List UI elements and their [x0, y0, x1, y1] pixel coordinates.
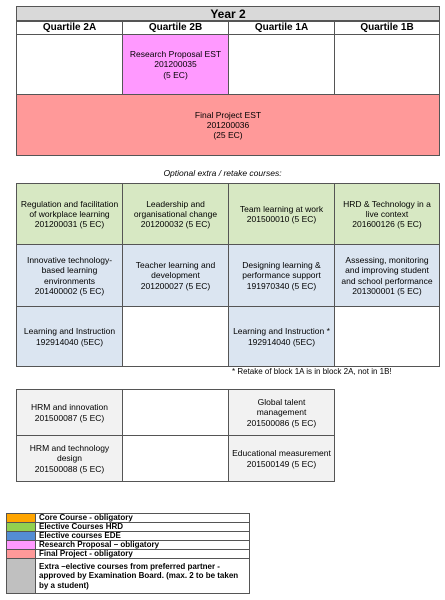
extra-course-cell: HRM and technology design 201500088 (5 E…	[16, 435, 123, 482]
empty-cell	[334, 34, 440, 95]
legend-label: Research Proposal – obligatory	[39, 540, 160, 550]
legend-label: Elective Courses HRD	[39, 522, 124, 532]
empty-cell	[122, 306, 229, 367]
quartile-header-2b: Quartile 2B	[122, 21, 229, 35]
extra-course-cell: Global talent management 201500086 (5 EC…	[228, 389, 335, 436]
legend-swatch	[7, 559, 36, 593]
legend-label: Elective courses EDE	[39, 531, 121, 541]
legend-extra-elective: Extra –elective courses from preferred p…	[6, 558, 250, 594]
extra-course-cell: Educational measurement 201500149 (5 EC)	[228, 435, 335, 482]
legend-swatch	[7, 541, 36, 549]
course-cell: Teacher learning and development 2012000…	[122, 244, 229, 307]
legend-label: Core Course - obligatory	[39, 513, 133, 523]
empty-cell	[122, 389, 229, 436]
empty-cell	[122, 435, 229, 482]
research-proposal-cell: Research Proposal EST 201200035 (5 EC)	[122, 34, 229, 95]
course-cell: Regulation and facilitation of workplace…	[16, 183, 123, 245]
course-cell: Learning and Instruction 192914040 (5EC)	[16, 306, 123, 367]
course-cell: Team learning at work 201500010 (5 EC)	[228, 183, 335, 245]
year-title: Year 2	[16, 6, 440, 21]
quartile-header-2a: Quartile 2A	[16, 21, 123, 35]
legend-label: Extra –elective courses from preferred p…	[39, 562, 239, 590]
legend-swatch	[7, 523, 36, 531]
course-cell: Leadership and organisational change 201…	[122, 183, 229, 245]
quartile-header-1a: Quartile 1A	[228, 21, 335, 35]
course-cell: Innovative technology-based learning env…	[16, 244, 123, 307]
empty-cell	[16, 34, 123, 95]
quartile-header-1b: Quartile 1B	[334, 21, 440, 35]
optional-courses-caption: Optional extra / retake courses:	[163, 168, 282, 178]
legend-swatch	[7, 550, 36, 558]
extra-course-cell: HRM and innovation 201500087 (5 EC)	[16, 389, 123, 436]
course-cell: Assessing, monitoring and improving stud…	[334, 244, 440, 307]
course-cell: HRD & Technology in a live context 20160…	[334, 183, 440, 245]
final-project-cell: Final Project EST 201200036 (25 EC)	[16, 94, 440, 156]
empty-cell	[228, 34, 335, 95]
legend-swatch	[7, 514, 36, 522]
retake-note: * Retake of block 1A is in block 2A, not…	[232, 367, 392, 376]
legend-label: Final Project - obligatory	[39, 549, 133, 559]
course-cell: Designing learning & performance support…	[228, 244, 335, 307]
legend-swatch	[7, 532, 36, 540]
empty-cell	[334, 306, 440, 367]
course-cell: Learning and Instruction * 192914040 (5E…	[228, 306, 335, 367]
